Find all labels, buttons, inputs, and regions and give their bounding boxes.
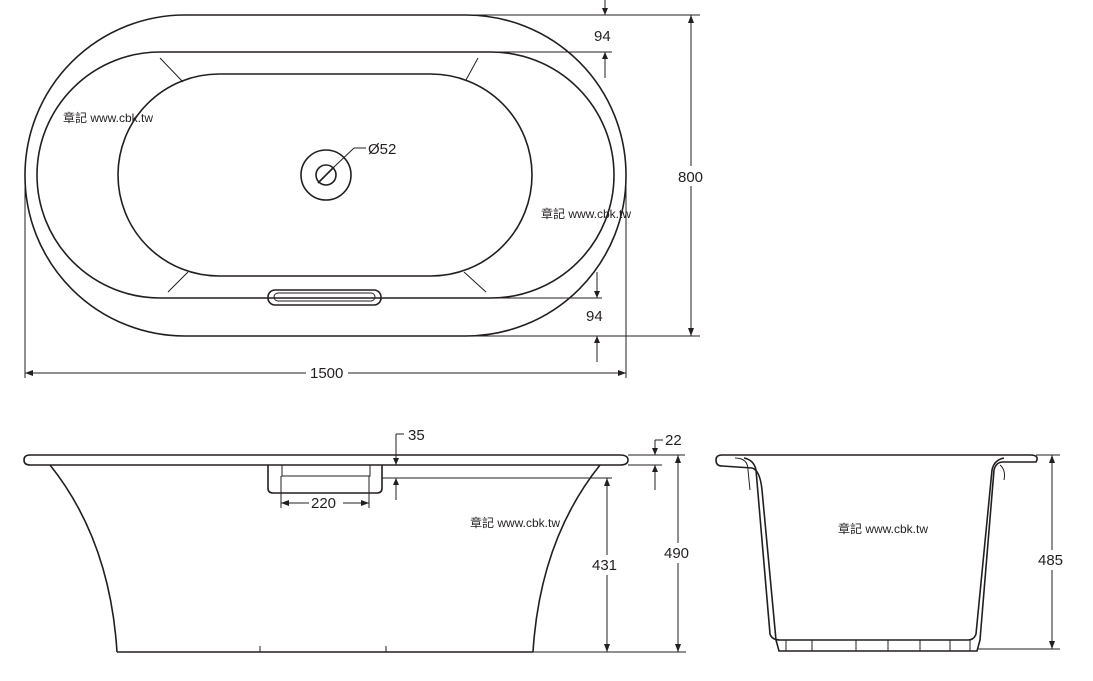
- rim-bottom-arrow-2: [594, 336, 600, 343]
- tub-outer-outline: [24, 14, 627, 337]
- tub-rim-outline: [36, 51, 615, 299]
- tub-basin-outline: [117, 73, 533, 277]
- rim-top-arrow-2: [602, 52, 608, 59]
- handle-width-arrow-r: [361, 500, 369, 506]
- drain-diameter-label: Ø52: [368, 141, 396, 158]
- rim-thickness-arrow: [393, 458, 399, 465]
- side-rim-lip-right: [999, 464, 1005, 481]
- front-body-left: [49, 464, 118, 653]
- edge-thickness-label: 22: [665, 432, 682, 449]
- rim-bottom-arrow-1: [594, 291, 600, 298]
- side-height-arrow-top: [1049, 455, 1055, 463]
- total-height-label: 490: [664, 545, 689, 562]
- watermark-side: 章記 www.cbk.tw: [838, 521, 928, 536]
- length-arrow-left: [25, 370, 33, 376]
- side-outer-profile: [715, 454, 1038, 652]
- inner-depth-label: 431: [592, 557, 617, 574]
- edge-thickness-arrow-2: [652, 465, 658, 472]
- plan-view: Ø52 94 94 800 1500 章記 www.cbk.: [24, 0, 707, 383]
- side-rim-lip-left: [734, 457, 751, 491]
- watermark-plan-left: 章記 www.cbk.tw: [63, 110, 153, 125]
- width-arrow-top: [688, 15, 694, 23]
- handle-width-arrow-l: [281, 500, 289, 506]
- side-feet: [785, 640, 971, 651]
- rim-thickness-arrow-2: [393, 478, 399, 485]
- side-height-arrow-bottom: [1049, 641, 1055, 649]
- inner-depth-arrow-top: [604, 478, 610, 486]
- drain-leader: [333, 147, 355, 168]
- total-height-arrow-bottom: [675, 644, 681, 652]
- side-inner-profile: [743, 457, 1005, 641]
- rim-bottom-dim-label: 94: [586, 308, 603, 325]
- side-height-label: 485: [1038, 552, 1063, 569]
- length-arrow-right: [618, 370, 626, 376]
- rim-thickness-label: 35: [408, 427, 425, 444]
- rim-top-arrow-1: [602, 8, 608, 15]
- drain-slash: [317, 166, 335, 184]
- drain-outer-circle: [300, 149, 352, 201]
- front-view: 220 35 22 431 490 章記 www.cbk.tw: [23, 427, 694, 653]
- front-handle-recess: [267, 465, 383, 494]
- handle-slot-inner: [273, 292, 376, 302]
- handle-width-label: 220: [311, 495, 336, 512]
- front-body-right: [532, 464, 601, 653]
- drain-inner-circle: [315, 164, 337, 186]
- watermark-front: 章記 www.cbk.tw: [470, 515, 560, 530]
- side-view: 485 章記 www.cbk.tw: [715, 454, 1068, 652]
- basin-rib-lines: [159, 57, 487, 293]
- watermark-plan-right: 章記 www.cbk.tw: [541, 206, 631, 221]
- width-dim-label: 800: [678, 169, 703, 186]
- total-height-arrow-top: [675, 455, 681, 463]
- front-feet: [259, 646, 387, 652]
- rim-top-dim-label: 94: [594, 28, 611, 45]
- front-rim: [23, 454, 629, 466]
- inner-depth-arrow-bottom: [604, 644, 610, 652]
- edge-thickness-arrow: [652, 448, 658, 455]
- front-handle-grip: [281, 464, 371, 477]
- width-arrow-bottom: [688, 328, 694, 336]
- length-dim-label: 1500: [310, 365, 343, 382]
